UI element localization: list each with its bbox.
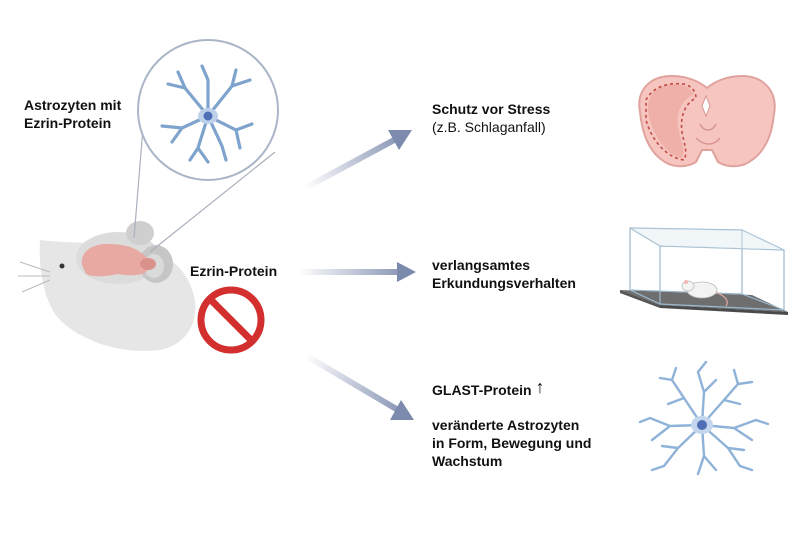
zoom-line-left	[133, 127, 144, 239]
astrocytes-label-line1: Astrozyten mit	[24, 97, 122, 113]
zoom-line-right	[149, 151, 276, 253]
brain-section-icon	[638, 74, 776, 168]
prohibition-icon	[197, 286, 265, 354]
arrow-middle	[298, 262, 416, 282]
astrocytes-label-line2: Ezrin-Protein	[24, 115, 112, 131]
exploration-label-line2: Erkundungsverhalten	[432, 275, 576, 291]
open-field-box-icon	[620, 227, 788, 315]
exploration-label-line1: verlangsamtes	[432, 257, 531, 273]
glast-protein-label: GLAST-Protein ↑	[432, 377, 545, 399]
glast-protein-text: GLAST-Protein	[432, 382, 532, 398]
arrow-up	[303, 130, 412, 191]
mouse-illustration	[18, 221, 196, 351]
arrow-down	[303, 352, 414, 420]
stress-protection-label: Schutz vor Stress	[432, 101, 551, 117]
astrocyte-change-line2: in Form, Bewegung und	[432, 435, 592, 451]
astrocyte-change-line1: veränderte Astrozyten	[432, 417, 580, 433]
arrow-up-icon: ↑	[535, 377, 545, 397]
stress-example-label: (z.B. Schlaganfall)	[432, 119, 546, 135]
ezrin-protein-label: Ezrin-Protein	[190, 263, 278, 279]
astrocyte-large-icon	[638, 360, 770, 476]
astrocyte-zoom-circle	[137, 39, 279, 181]
astrocyte-change-line3: Wachstum	[432, 453, 503, 469]
